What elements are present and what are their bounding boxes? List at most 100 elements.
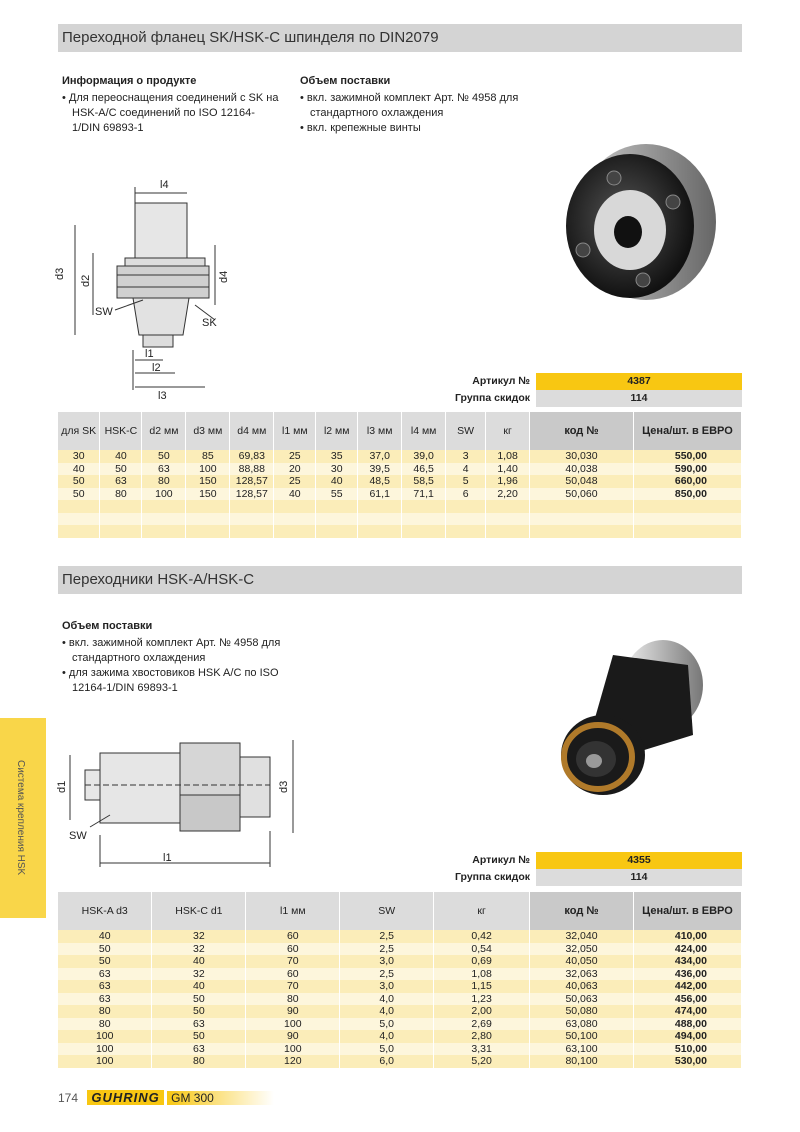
table-cell: 80 (151, 1055, 247, 1068)
table-cell: 2,80 (433, 1030, 531, 1043)
article-number: 4387 (536, 373, 742, 390)
catalog-name: GM 300 (167, 1091, 274, 1105)
adapter-product-image (561, 640, 703, 795)
discount-group: 114 (536, 390, 742, 407)
table-cell: 1,08 (485, 450, 531, 463)
empty-cell (99, 500, 143, 513)
table-cell: 50 (151, 992, 247, 1005)
empty-cell (99, 525, 143, 538)
page-number: 174 (58, 1091, 79, 1105)
dim-l4: l4 (160, 179, 169, 191)
table-cell: 71,1 (401, 487, 447, 500)
table-cell: 1,96 (485, 475, 531, 488)
table-cell: 80,100 (529, 1055, 634, 1068)
table-cell: 60 (245, 930, 341, 943)
empty-cell (529, 512, 634, 525)
table-cell: 60 (245, 942, 341, 955)
table-cell: 128,57 (229, 487, 275, 500)
table-cell: 30 (58, 450, 101, 463)
table-cell: 3,31 (433, 1042, 531, 1055)
empty-cell (445, 525, 487, 538)
empty-cell (401, 512, 447, 525)
empty-cell (58, 500, 101, 513)
product-info: Информация о продукте Для переоснащения … (62, 75, 282, 136)
article-label: Артикул № (430, 373, 536, 390)
table-cell: 63 (151, 1017, 247, 1030)
table-cell: 40 (99, 450, 143, 463)
flange-technical-drawing: l4 d3 d2 d4 SW SK l1 l2 l3 (55, 179, 230, 400)
empty-row (58, 500, 743, 513)
table-cell: 50,048 (529, 475, 634, 488)
table-cell: 40 (315, 475, 359, 488)
table-cell: 30,030 (529, 450, 634, 463)
empty-cell (485, 500, 531, 513)
table-cell: 39,0 (401, 450, 447, 463)
table-cell: 6,0 (339, 1055, 435, 1068)
table-cell: 40 (151, 980, 247, 993)
col-header: l2 мм (315, 412, 359, 450)
adapter-technical-drawing: d1 d3 SW l1 (56, 740, 294, 867)
col-header: кг (433, 892, 531, 930)
table-cell: 5 (445, 475, 487, 488)
price-cell: 510,00 (633, 1042, 743, 1055)
empty-cell (485, 525, 531, 538)
table-cell: 0,42 (433, 930, 531, 943)
table-cell: 90 (245, 1005, 341, 1018)
col-header: код № (529, 892, 634, 930)
table-cell: 70 (245, 955, 341, 968)
table-cell: 46,5 (401, 462, 447, 475)
table-cell: 50 (151, 1005, 247, 1018)
price-cell: 442,00 (633, 980, 743, 993)
empty-cell (529, 525, 634, 538)
empty-cell (357, 500, 403, 513)
table-cell: 3,0 (339, 980, 435, 993)
table-cell: 5,0 (339, 1017, 435, 1030)
empty-cell (99, 512, 143, 525)
table-cell: 63 (58, 980, 153, 993)
article-label: Артикул № (430, 852, 536, 869)
table-cell: 40,050 (529, 955, 634, 968)
table-cell: 32,063 (529, 967, 634, 980)
table-cell: 1,08 (433, 967, 531, 980)
price-cell: 474,00 (633, 1005, 743, 1018)
dim-l3: l3 (158, 390, 167, 400)
empty-cell (633, 512, 743, 525)
table-cell: 4 (445, 462, 487, 475)
table-cell: 1,23 (433, 992, 531, 1005)
article-box-2: Артикул № 4355 Группа скидок 114 (430, 852, 742, 886)
table-cell: 40 (58, 462, 101, 475)
table-cell: 80 (58, 1017, 153, 1030)
table-cell: 4,0 (339, 1005, 435, 1018)
discount-group: 114 (536, 869, 742, 886)
table-cell: 50,063 (529, 992, 634, 1005)
side-tab (0, 718, 46, 918)
table-cell: 63,100 (529, 1042, 634, 1055)
discount-label: Группа скидок (430, 869, 536, 886)
table-cell: 100 (141, 487, 187, 500)
table-cell: 55 (315, 487, 359, 500)
table-cell: 63 (99, 475, 143, 488)
scope-item: для зажима хвостовиков HSK A/C по ISO 12… (62, 666, 302, 696)
dim-sw: SW (69, 830, 87, 842)
col-header: Цена/шт. в ЕВРО (633, 412, 743, 450)
dim-sk: SK (202, 317, 217, 329)
empty-row (58, 512, 743, 525)
col-header: для SK (58, 412, 101, 450)
col-header: SW (445, 412, 487, 450)
col-header: SW (339, 892, 435, 930)
col-header: d4 мм (229, 412, 275, 450)
scope-info-2: Объем поставки вкл. зажимной комплект Ар… (62, 620, 302, 696)
table-cell: 63 (151, 1042, 247, 1055)
dim-d2: d2 (80, 275, 92, 287)
section1-title: Переходной фланец SK/HSK-C шпинделя по D… (58, 24, 742, 52)
col-header: кг (485, 412, 531, 450)
discount-label: Группа скидок (430, 390, 536, 407)
empty-cell (633, 525, 743, 538)
empty-cell (141, 525, 187, 538)
price-cell: 410,00 (633, 930, 743, 943)
table-cell: 40 (273, 487, 317, 500)
